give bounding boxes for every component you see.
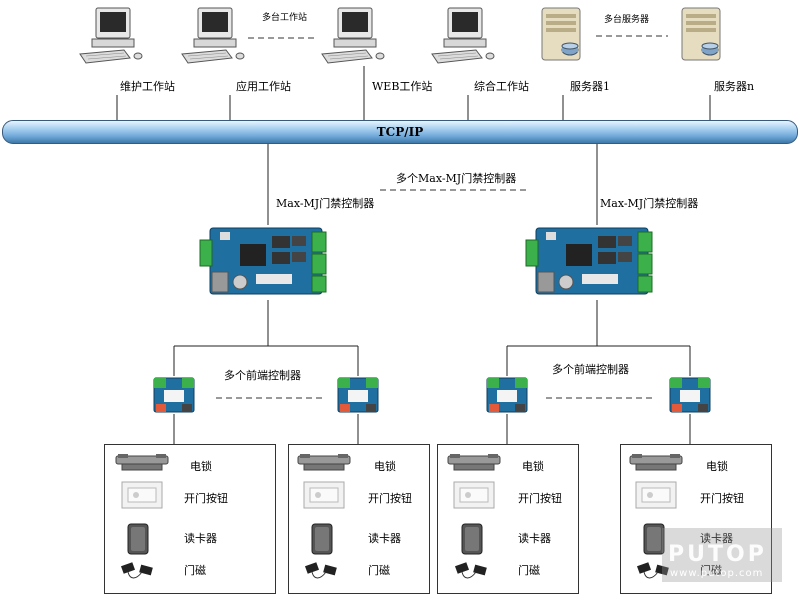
workstation-label-maintenance: 维护工作站 bbox=[120, 80, 175, 93]
pc-icon bbox=[431, 7, 495, 64]
multi-server-label: 多台服务器 bbox=[604, 15, 650, 25]
server-label-n: 服务器n bbox=[714, 80, 755, 93]
tcpip-network-bus: TCP/IP bbox=[2, 120, 798, 144]
controller-label-left: Max-MJ门禁控制器 bbox=[276, 197, 375, 210]
front-end-label-right: 多个前端控制器 bbox=[552, 363, 629, 376]
device-label-lock: 电锁 bbox=[706, 460, 728, 473]
front-end-label-left: 多个前端控制器 bbox=[224, 369, 301, 382]
device-label-door-sensor: 门磁 bbox=[184, 564, 206, 577]
controller-board-icon bbox=[525, 227, 653, 295]
controller-board-icon bbox=[199, 227, 327, 295]
workstation-label-integrated: 综合工作站 bbox=[474, 80, 529, 93]
device-label-door-sensor: 门磁 bbox=[518, 564, 540, 577]
pc-icon bbox=[181, 7, 245, 64]
workstation-label-application: 应用工作站 bbox=[236, 80, 291, 93]
pc-icon bbox=[79, 7, 143, 64]
device-group-box-3 bbox=[437, 444, 579, 594]
device-label-exit-button: 开门按钮 bbox=[184, 492, 228, 505]
multi-workstation-label: 多台工作站 bbox=[262, 13, 308, 23]
device-label-lock: 电锁 bbox=[522, 460, 544, 473]
device-label-card-reader: 读卡器 bbox=[518, 532, 551, 545]
device-group-box-2 bbox=[288, 444, 430, 594]
server-icon bbox=[541, 7, 581, 61]
watermark-logo: PUTOP bbox=[668, 542, 767, 567]
watermark-url: www.putop.com bbox=[670, 568, 764, 579]
device-label-door-sensor: 门磁 bbox=[700, 564, 722, 577]
front-controller-icon bbox=[669, 377, 711, 413]
device-label-lock: 电锁 bbox=[190, 460, 212, 473]
multi-controller-label: 多个Max-MJ门禁控制器 bbox=[396, 172, 517, 185]
device-label-card-reader: 读卡器 bbox=[700, 532, 733, 545]
pc-icon bbox=[321, 7, 385, 64]
device-label-exit-button: 开门按钮 bbox=[700, 492, 744, 505]
device-label-exit-button: 开门按钮 bbox=[368, 492, 412, 505]
device-label-exit-button: 开门按钮 bbox=[518, 492, 562, 505]
network-label: TCP/IP bbox=[376, 125, 424, 139]
watermark: PUTOP www.putop.com bbox=[662, 528, 782, 582]
front-controller-icon bbox=[337, 377, 379, 413]
front-controller-icon bbox=[153, 377, 195, 413]
device-label-lock: 电锁 bbox=[374, 460, 396, 473]
front-controller-icon bbox=[486, 377, 528, 413]
controller-label-right: Max-MJ门禁控制器 bbox=[600, 197, 699, 210]
device-label-door-sensor: 门磁 bbox=[368, 564, 390, 577]
device-label-card-reader: 读卡器 bbox=[184, 532, 217, 545]
workstation-label-web: WEB工作站 bbox=[372, 80, 433, 93]
server-label-1: 服务器1 bbox=[570, 80, 610, 93]
server-icon bbox=[681, 7, 721, 61]
device-label-card-reader: 读卡器 bbox=[368, 532, 401, 545]
